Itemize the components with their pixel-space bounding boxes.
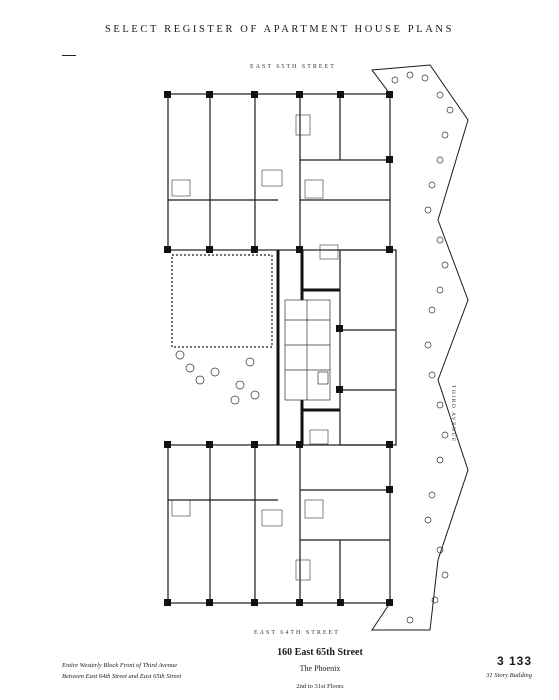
header-rule [62, 55, 76, 56]
plan-fixtures [171, 114, 339, 581]
street-label-top: EAST 65TH STREET [250, 64, 336, 70]
plan-columns [164, 91, 393, 606]
location-line-2: Between East 64th Street and East 65th S… [62, 673, 182, 680]
floor-range: 2nd to 31st Floors [296, 683, 344, 690]
story-count: 31 Story Building [486, 672, 532, 679]
plate-number: 3 133 [496, 654, 532, 668]
location-line-1: Entire Westerly Block Front of Third Ave… [62, 662, 178, 669]
planting [175, 71, 454, 624]
page-title: SELECT REGISTER OF APARTMENT HOUSE PLANS [104, 24, 455, 35]
plan-core-detail [284, 299, 331, 401]
street-label-bottom: EAST 64TH STREET [254, 630, 340, 636]
plan-core [276, 250, 340, 445]
avenue-terrace-outline [371, 64, 469, 631]
building-address: 160 East 65th Street [277, 647, 363, 658]
location-description: Entire Westerly Block Front of Third Ave… [62, 660, 252, 682]
avenue-label: THIRD AVENUE [450, 385, 456, 443]
building-name: The Phoenix [299, 664, 341, 673]
